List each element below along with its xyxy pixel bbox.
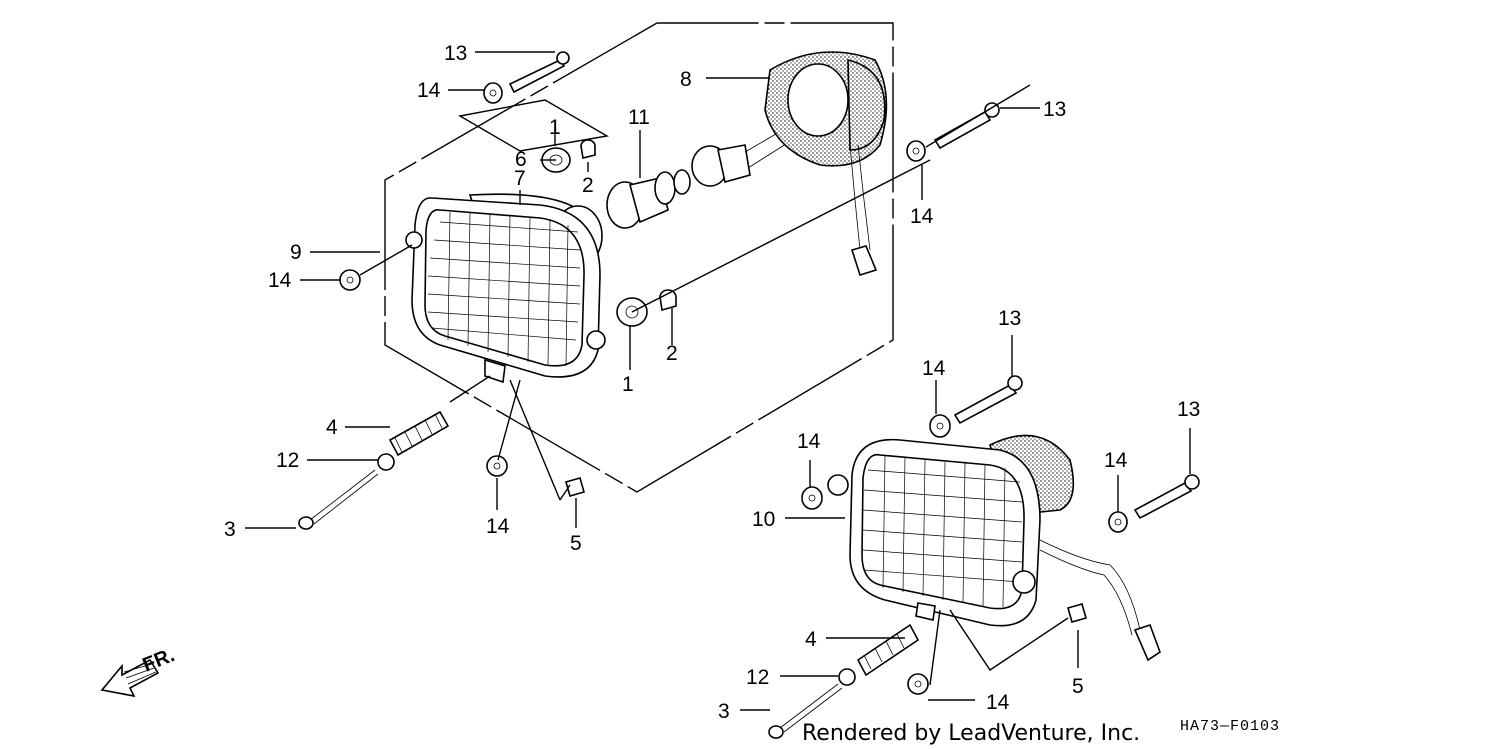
screw-13-top-right	[953, 375, 1023, 425]
lens-grid-right	[862, 455, 1023, 608]
rubber-cover-8	[764, 51, 888, 277]
bolt-3-left	[298, 469, 379, 530]
nut-5-left	[565, 477, 585, 497]
collar-2-bottom	[659, 289, 677, 312]
callout-4: 4	[326, 416, 338, 439]
callout-14: 14	[417, 79, 441, 102]
callout-14: 14	[922, 357, 946, 380]
assembly-outline	[384, 22, 894, 493]
fr-label: FR.	[140, 644, 178, 676]
nut-5-right	[1067, 603, 1087, 623]
callout-13: 13	[1177, 398, 1200, 421]
callout-11: 11	[628, 106, 650, 129]
washer-12-right	[838, 668, 856, 686]
callout-12: 12	[746, 666, 769, 689]
washer-14-bottom-right	[907, 673, 929, 695]
washer-14-bottom-left	[486, 455, 508, 477]
headlight-left	[405, 193, 606, 384]
leader-lines	[245, 51, 1191, 711]
callout-13: 13	[1043, 98, 1066, 121]
callout-14: 14	[910, 205, 934, 228]
washer-14-left-left-unit	[339, 269, 361, 291]
callout-2: 2	[666, 342, 678, 365]
callout-4: 4	[805, 628, 817, 651]
callout-14: 14	[486, 515, 510, 538]
spring-4-right	[856, 623, 920, 677]
washer-14-top-right	[929, 414, 951, 438]
bolt-3-right	[768, 683, 843, 739]
callout-13: 13	[998, 307, 1021, 330]
callout-8: 8	[680, 68, 692, 91]
spring-4-left	[388, 410, 450, 457]
collar-2-top	[580, 139, 596, 159]
callout-7: 7	[514, 167, 526, 190]
headlight-right	[827, 434, 1161, 662]
callout-5: 5	[1072, 675, 1084, 698]
screw-13-far-right	[1133, 474, 1200, 520]
callout-labels: 13 14 1 6 7 2 9 14 11 8 13 14 1 2 4 12 3…	[224, 42, 1200, 723]
diagram-code: HA73—F0103	[1180, 718, 1280, 735]
washer-14-top-left	[483, 82, 503, 104]
callout-3: 3	[224, 518, 236, 541]
credit-text: Rendered by LeadVenture, Inc.	[802, 721, 1140, 746]
washer-12-left	[377, 453, 395, 471]
washer-14-far-right	[1108, 511, 1128, 533]
callout-14: 14	[986, 691, 1010, 714]
callout-5: 5	[570, 532, 582, 555]
callout-10: 10	[752, 508, 775, 531]
callout-14: 14	[1104, 449, 1128, 472]
washer-14-left-right-unit	[801, 486, 823, 510]
callout-3: 3	[718, 700, 730, 723]
bulb-11	[606, 169, 691, 229]
callout-1: 1	[622, 373, 634, 396]
callout-14: 14	[268, 269, 292, 292]
callout-12: 12	[276, 449, 299, 472]
callout-14: 14	[797, 430, 821, 453]
callout-9: 9	[290, 241, 302, 264]
lens-grid-left	[427, 211, 581, 367]
callout-13: 13	[444, 42, 467, 65]
washer-14-right-left-unit	[906, 140, 926, 162]
callout-6: 6	[515, 148, 527, 171]
screw-13-top-left	[508, 51, 570, 94]
front-direction-arrow: FR.	[100, 644, 178, 698]
callout-2: 2	[582, 174, 594, 197]
callout-1: 1	[549, 116, 561, 139]
